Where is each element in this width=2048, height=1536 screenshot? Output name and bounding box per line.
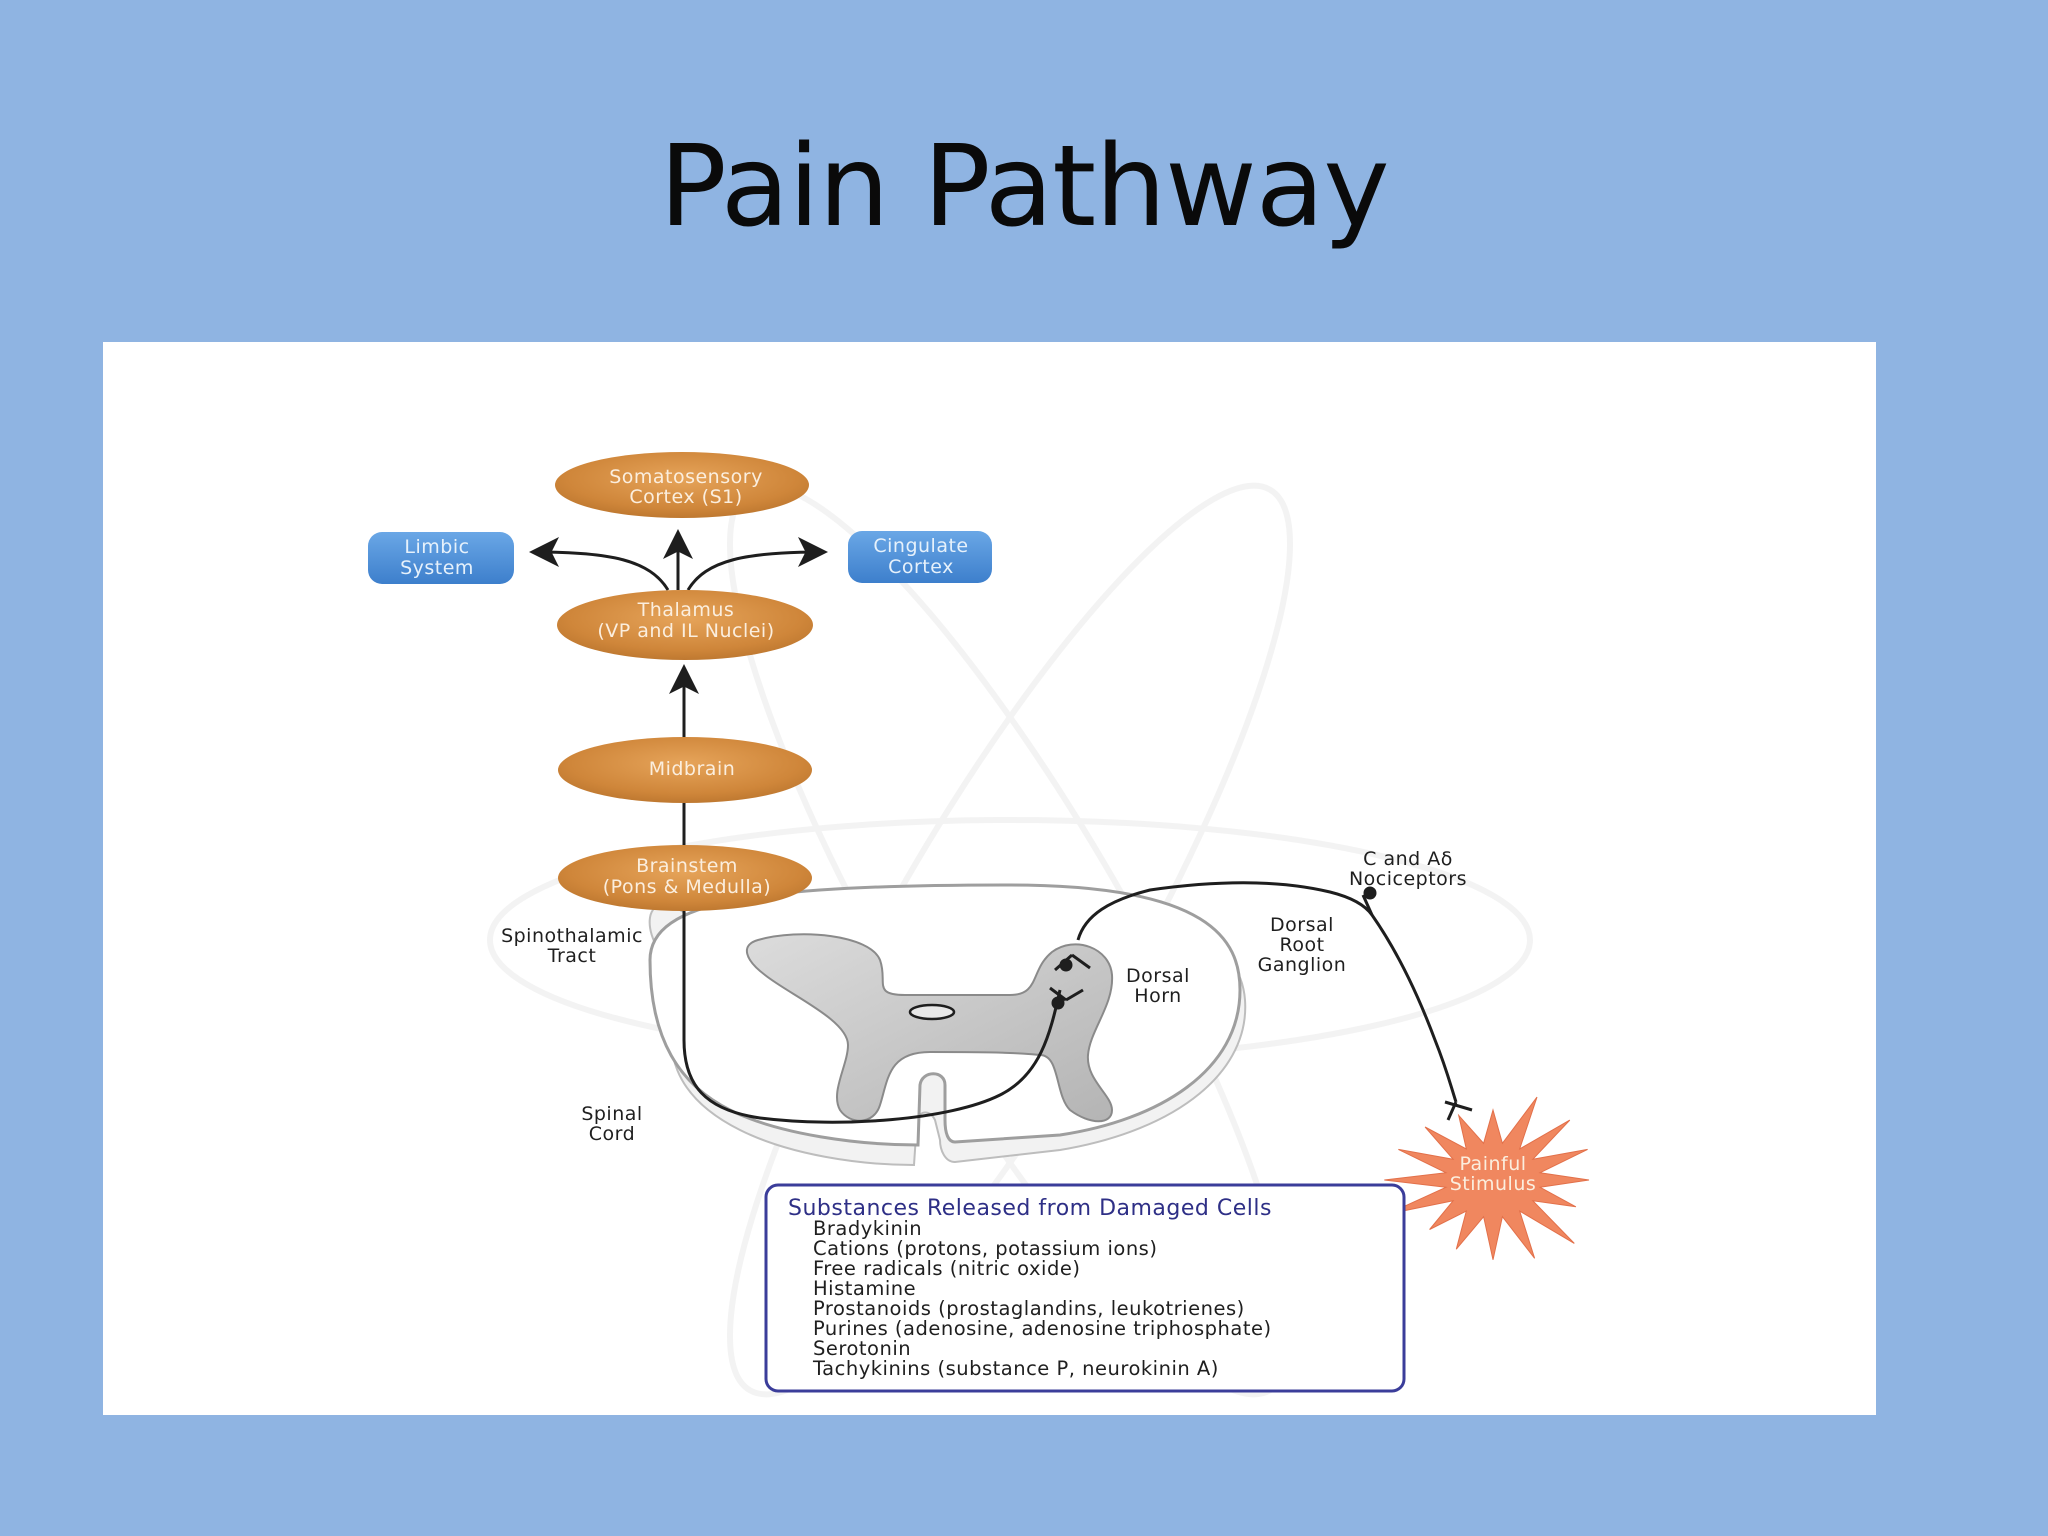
substance-item: Purines (adenosine, adenosine triphospha… [813,1317,1272,1340]
svg-text:Cortex: Cortex [888,556,954,578]
label-drg: Dorsal Root Ganglion [1258,914,1347,976]
node-somatosensory: Somatosensory Cortex (S1) [555,452,809,518]
svg-text:System: System [400,557,474,579]
svg-text:Cortex (S1): Cortex (S1) [629,486,742,508]
painful-stimulus: Painful Stimulus [1384,1096,1590,1260]
svg-text:Cord: Cord [589,1123,635,1145]
svg-text:Midbrain: Midbrain [649,758,736,780]
label-spinal-cord: Spinal Cord [581,1103,642,1145]
label-spinothalamic: Spinothalamic Tract [501,925,643,967]
substance-item: Prostanoids (prostaglandins, leukotriene… [813,1297,1245,1320]
svg-text:Spinal: Spinal [581,1103,642,1125]
svg-text:Nociceptors: Nociceptors [1349,868,1467,890]
svg-text:Dorsal: Dorsal [1270,914,1334,936]
thalamus-arrows [529,529,828,591]
svg-text:(Pons & Medulla): (Pons & Medulla) [603,876,771,898]
node-cingulate: Cingulate Cortex [848,531,992,583]
arrow-to-cingulate [686,537,828,591]
nociceptive-neuron-path [682,850,1473,1124]
svg-text:Root: Root [1279,934,1324,956]
substance-item: Serotonin [813,1337,911,1360]
substances-box: Substances Released from Damaged Cells B… [764,1183,1406,1393]
node-limbic: Limbic System [368,532,514,584]
svg-text:Thalamus: Thalamus [637,599,735,621]
substance-item: Cations (protons, potassium ions) [813,1237,1157,1260]
svg-text:Cingulate: Cingulate [873,535,968,557]
svg-text:Brainstem: Brainstem [636,855,738,877]
node-brainstem: Brainstem (Pons & Medulla) [558,845,812,911]
gray-matter [746,933,1114,1123]
svg-text:Dorsal: Dorsal [1126,965,1190,987]
substance-item: Bradykinin [813,1217,922,1240]
svg-text:Somatosensory: Somatosensory [609,466,763,488]
svg-text:Limbic: Limbic [404,536,469,558]
svg-text:Painful: Painful [1459,1153,1526,1175]
node-thalamus: Thalamus (VP and IL Nuclei) [557,590,813,660]
svg-text:(VP and IL Nuclei): (VP and IL Nuclei) [597,620,774,642]
spinal-cord [648,883,1247,1167]
svg-text:Stimulus: Stimulus [1450,1173,1537,1195]
substances-title: Substances Released from Damaged Cells [788,1196,1272,1221]
svg-text:Horn: Horn [1134,985,1181,1007]
central-canal [908,1003,956,1021]
arrow-to-limbic [529,537,670,591]
svg-text:Tract: Tract [547,945,597,967]
svg-text:Ganglion: Ganglion [1258,954,1347,976]
node-midbrain: Midbrain [558,737,812,803]
slide-title: Pain Pathway [659,122,1389,252]
substance-item: Tachykinins (substance P, neurokinin A) [812,1357,1219,1380]
label-dorsal-horn: Dorsal Horn [1126,965,1190,1007]
svg-text:Spinothalamic: Spinothalamic [501,925,643,947]
label-nociceptors: C and Aδ Nociceptors [1349,848,1467,890]
substance-item: Histamine [813,1277,916,1300]
svg-text:C and Aδ: C and Aδ [1363,848,1453,870]
substance-item: Free radicals (nitric oxide) [813,1257,1080,1280]
